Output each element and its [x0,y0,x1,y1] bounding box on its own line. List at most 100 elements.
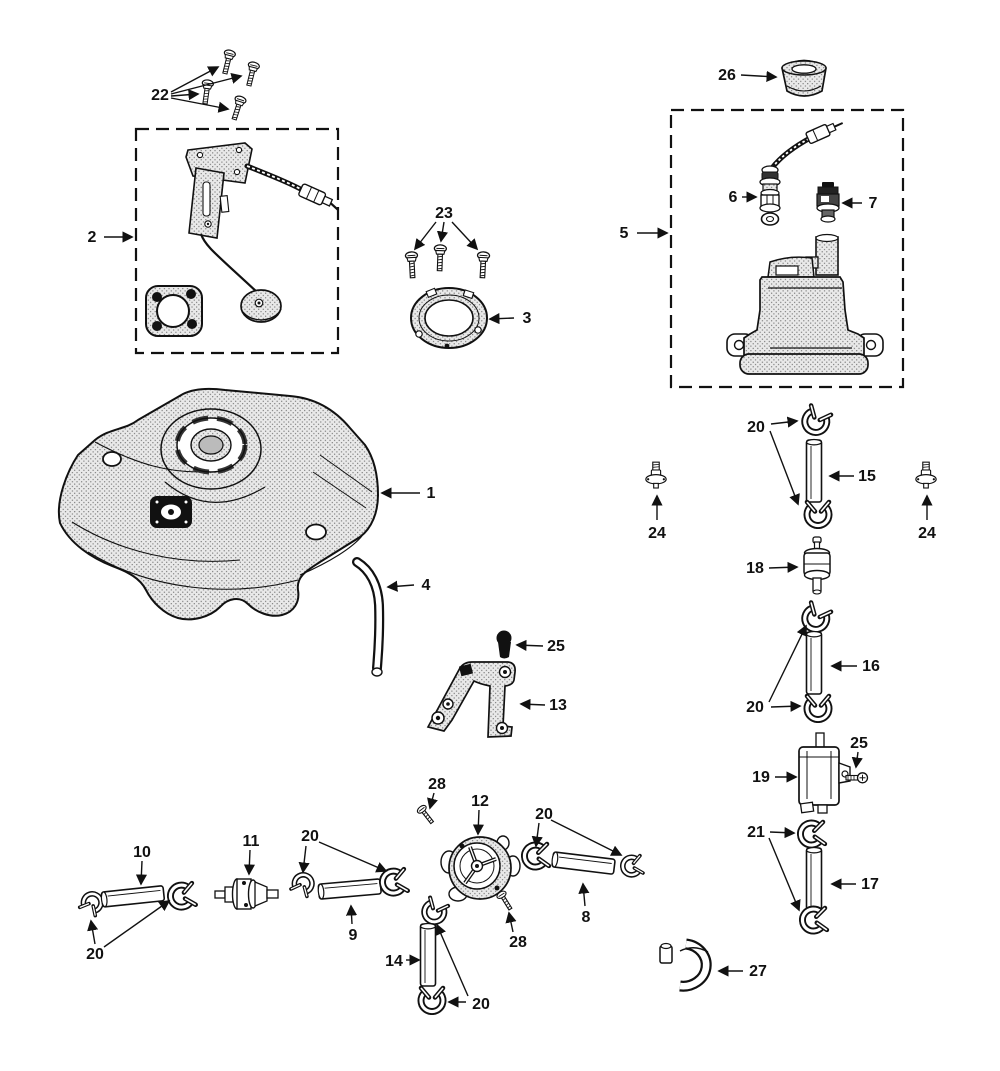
callout-18: 18 [746,560,799,577]
callout-1-label: 1 [427,485,436,502]
callout-8-label: 8 [582,909,591,926]
hose-clamp [807,502,829,526]
callout-5: 5 [620,225,669,242]
screw-icon [404,250,420,279]
tank-body [57,387,380,621]
callout-13: 13 [519,697,567,714]
callout-11: 11 [243,833,260,876]
fuel-tank-1 [57,387,380,621]
callout-24a-label: 24 [648,525,666,542]
callout-21: 21 [747,824,801,912]
hose-clamp [80,891,104,916]
callout-4-label: 4 [422,577,431,594]
screw-icon [228,94,248,122]
fuel-sensor-7 [816,182,840,223]
callout-28a: 28 [427,776,446,810]
callout-28a-label: 28 [428,776,446,793]
callout-20a: 20 [747,416,800,506]
callout-26: 26 [718,67,778,84]
hose-10 [99,884,166,908]
callout-3-label: 3 [523,310,532,327]
callout-13-label: 13 [549,697,567,714]
callout-14: 14 [385,953,421,970]
hose-15 [805,438,823,503]
fuel-valve-6 [759,122,844,226]
hose-clamp [169,883,196,909]
hose-clamp [807,696,829,720]
hose-clamp [621,856,643,877]
callout-24a: 24 [648,494,666,542]
hose-clamp [291,872,315,897]
callout-15-label: 15 [858,468,876,485]
hose-17-group [800,822,827,932]
callout-14-label: 14 [385,953,403,970]
vent-hose-4 [352,557,385,677]
callouts: 22 2 23 3 26 5 6 7 [86,66,936,1013]
dashed-box-5 [669,108,905,389]
callout-20b-label: 20 [746,699,764,716]
callout-17-label: 17 [861,876,879,893]
callout-20c-label: 20 [86,946,104,963]
hose-9 [316,878,383,901]
hose-clamp [421,988,443,1012]
callout-20b: 20 [746,624,807,716]
callout-21-label: 21 [747,824,765,841]
callout-24b-label: 24 [918,525,936,542]
filler-neck [160,408,266,503]
fuel-sender-assembly-2 [134,127,340,355]
valve-knob-25 [496,630,512,659]
callout-20f-label: 20 [535,806,553,823]
hose-clamp [802,908,827,932]
fuel-cap-26 [781,59,827,97]
callout-25b-label: 25 [850,735,868,752]
pump-valve-19 [798,732,851,814]
callout-20e: 20 [435,923,490,1013]
float-arm [199,233,259,294]
valve-assembly-5 [669,108,905,389]
hose-8 [550,850,617,876]
hose-clamp [524,844,549,868]
callout-6-label: 6 [729,189,738,206]
hose-clamp [801,405,831,436]
hose-14 [419,922,437,987]
callout-23: 23 [413,205,479,251]
callout-16: 16 [830,658,880,675]
callout-22: 22 [151,66,243,113]
callout-7: 7 [841,195,878,212]
dashed-box-2 [134,127,340,355]
hose-14-group [421,898,449,1012]
callout-20f: 20 [531,806,623,856]
callout-3: 3 [488,310,532,327]
valve-housing [726,233,884,375]
callout-11-label: 11 [243,833,260,850]
hose-10-group [80,883,196,916]
hose-17 [805,846,823,911]
screw-icon [242,60,261,88]
screw-icon [475,250,491,279]
callout-9: 9 [345,904,358,944]
callout-20d: 20 [298,828,388,874]
callout-27: 27 [717,963,767,980]
callout-12-label: 12 [471,793,489,810]
callout-6: 6 [729,189,758,206]
hose-8-group [524,844,643,876]
callout-19: 19 [752,769,798,786]
screw-28 [415,803,437,827]
callout-18-label: 18 [746,560,764,577]
callout-19-label: 19 [752,769,770,786]
hose-16 [805,630,823,695]
callout-17: 17 [830,876,879,893]
callout-22-label: 22 [151,87,169,104]
callout-10-label: 10 [133,844,151,861]
screw-25 [845,772,869,784]
callout-27-label: 27 [749,963,767,980]
callout-23-label: 23 [435,205,453,222]
mount-hole [305,523,327,541]
callout-10: 10 [133,844,151,886]
fuel-filter-11 [214,878,279,910]
callout-4: 4 [386,577,431,594]
mounting-clip-27 [659,938,712,992]
tank-fitting [150,496,192,528]
callout-1: 1 [380,485,436,502]
